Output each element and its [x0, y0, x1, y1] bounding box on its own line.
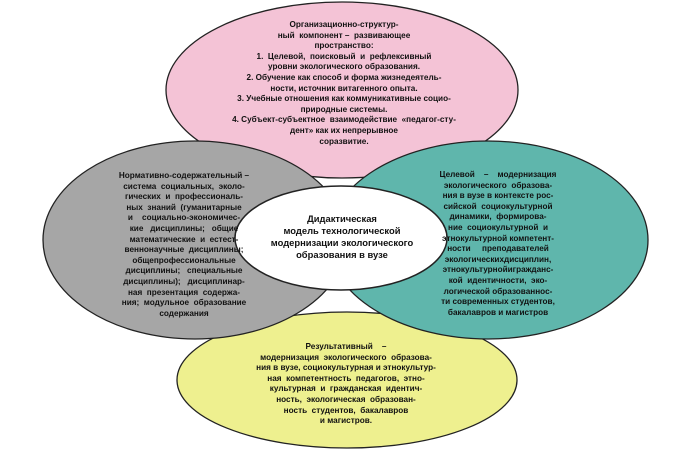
bottom-ellipse [176, 311, 518, 449]
center-title: Дидактическая модель технологической мод… [270, 213, 414, 260]
top-ellipse [165, 1, 519, 179]
normative-component-text: Нормативно-содержательный – система соци… [118, 171, 250, 318]
result-component-text: Результативный – модернизация экологичес… [256, 342, 436, 426]
target-component-text: Целевой – модернизация экологического об… [439, 170, 557, 317]
center-ellipse [234, 185, 448, 291]
organizational-component-text: Организационно-структур- ный компонент –… [232, 20, 456, 146]
